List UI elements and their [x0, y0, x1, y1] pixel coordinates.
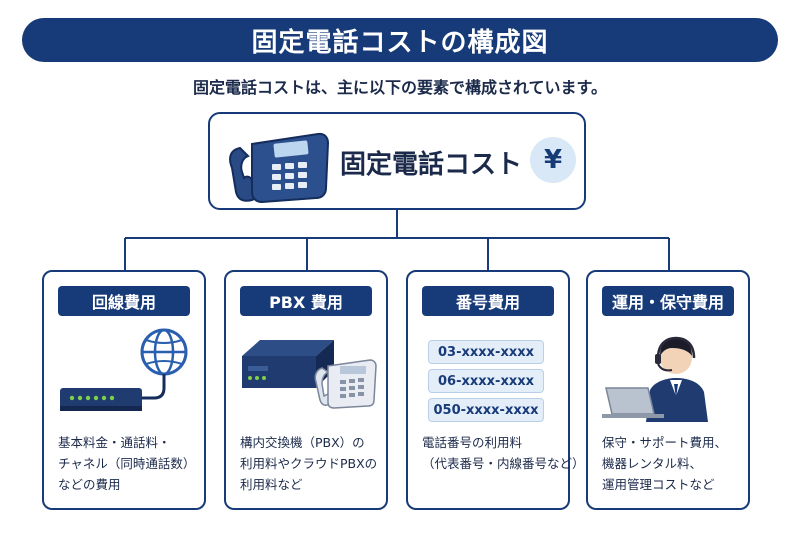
- card-pbx-cost: PBX 費用 構内交換機（PBX）の 利用料やクラウドPBXの 利用料など: [224, 270, 388, 510]
- card-heading: 運用・保守費用: [602, 286, 734, 316]
- pbx-server-icon: [242, 340, 334, 388]
- title-bar: 固定電話コストの構成図: [22, 18, 778, 62]
- phone-number-pill: 06-xxxx-xxxx: [428, 369, 544, 393]
- card-heading: 番号費用: [422, 286, 554, 316]
- line-cost-illustration: [60, 328, 188, 411]
- card-description: 基本料金・通話料・ チャネル（同時通話数） などの費用: [58, 435, 196, 492]
- phone-number-pill: 050-xxxx-xxxx: [428, 398, 544, 422]
- root-node: 固定電話コスト ¥: [208, 112, 586, 210]
- card-operation-cost: 運用・保守費用 保守・サポート費用、 機器レンタル料、 運用管理コストなど: [586, 270, 750, 510]
- globe-icon: [140, 328, 188, 376]
- card-number-cost: 番号費用 03-xxxx-xxxx 06-xxxx-xxxx 050-xxxx-…: [406, 270, 585, 510]
- card-heading: 回線費用: [58, 286, 190, 316]
- pbx-illustration: [242, 340, 377, 409]
- card-description: 構内交換機（PBX）の 利用料やクラウドPBXの 利用料など: [240, 435, 378, 492]
- card-line-cost: 回線費用 基本料金・通話料・ チャネル（同時通話数） などの費用: [42, 270, 206, 510]
- operator-illustration: [602, 336, 708, 422]
- operator-icon: [646, 336, 708, 422]
- subtitle: 固定電話コストは、主に以下の要素で構成されています。: [193, 78, 607, 97]
- page-title: 固定電話コストの構成図: [251, 27, 549, 58]
- laptop-icon: [602, 387, 664, 418]
- card-heading: PBX 費用: [240, 286, 372, 316]
- desk-phone-icon: [229, 132, 330, 204]
- card-description: 電話番号の利用料 （代表番号・内線番号など）: [422, 435, 585, 471]
- phone-number-pill: 03-xxxx-xxxx: [428, 340, 544, 364]
- yen-icon: ¥: [530, 137, 576, 183]
- desk-phone-icon: [314, 359, 377, 409]
- card-description: 保守・サポート費用、 機器レンタル料、 運用管理コストなど: [602, 435, 728, 492]
- router-icon: [60, 388, 142, 411]
- root-label: 固定電話コスト: [340, 150, 523, 180]
